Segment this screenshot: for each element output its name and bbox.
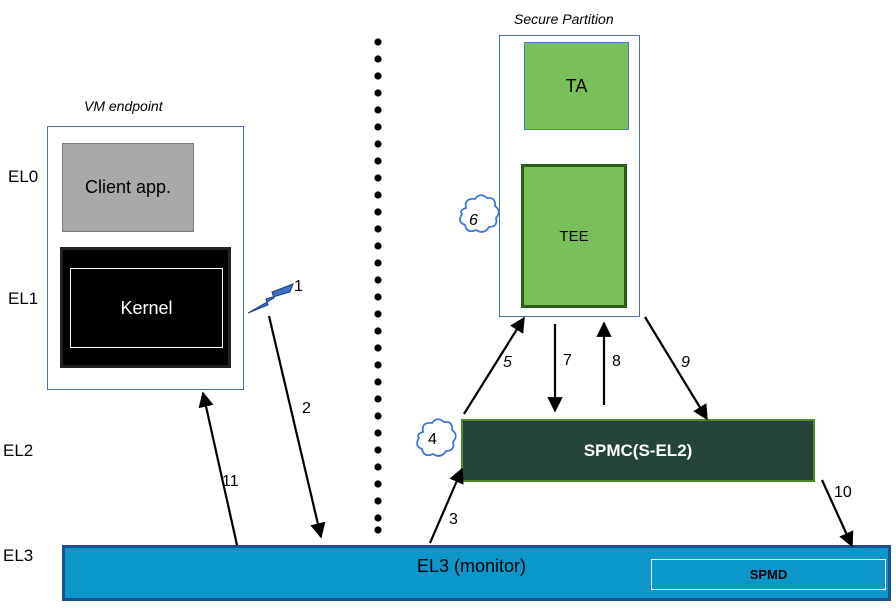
spmd-label: SPMD xyxy=(749,567,788,582)
cloud-icon xyxy=(459,194,500,233)
client-app-box: Client app. xyxy=(62,143,194,232)
kernel-inner-box: Kernel xyxy=(70,268,223,348)
el3-label: EL3 xyxy=(3,546,34,565)
el0-label: EL0 xyxy=(8,167,39,186)
arrow-step-3 xyxy=(428,467,464,544)
arrow-step-5 xyxy=(463,316,525,415)
step-8-label: 8 xyxy=(612,353,621,370)
vm-endpoint-title: VM endpoint xyxy=(84,98,163,114)
step-3-label: 3 xyxy=(449,511,458,528)
step-9-label: 9 xyxy=(681,354,690,371)
arrow-step-11 xyxy=(198,391,239,546)
lightning-bolt-icon xyxy=(247,283,294,314)
spmd-box: SPMD xyxy=(651,559,886,590)
arrow-step-9 xyxy=(644,316,708,421)
tee-box: TEE xyxy=(521,164,627,308)
step-11-label: 11 xyxy=(222,473,239,490)
secure-partition-box xyxy=(499,35,640,317)
el3-monitor-label: EL3 (monitor) xyxy=(417,556,527,576)
step-5-label: 5 xyxy=(503,354,512,371)
kernel-box: Kernel xyxy=(60,247,231,368)
spmc-box: SPMC(S-EL2) xyxy=(461,419,815,482)
ta-box: TA xyxy=(524,42,629,130)
el2-label: EL2 xyxy=(3,441,34,460)
vm-endpoint-box xyxy=(47,126,244,390)
el1-label: EL1 xyxy=(8,289,39,308)
step-7-label: 7 xyxy=(563,352,572,369)
secure-partition-title: Secure Partition xyxy=(514,11,614,27)
arrow-step-2 xyxy=(267,315,326,539)
step-4-label: 4 xyxy=(428,431,437,448)
step-10-label: 10 xyxy=(834,484,852,501)
tee-label: TEE xyxy=(559,227,589,245)
kernel-label: Kernel xyxy=(120,297,173,318)
cloud-icon xyxy=(416,418,457,457)
step-6-label: 6 xyxy=(469,212,478,229)
arrow-step-10 xyxy=(820,479,854,548)
ta-label: TA xyxy=(565,75,588,96)
separator-dots xyxy=(374,38,382,534)
step-2-label: 2 xyxy=(302,400,311,417)
step-1-label: 1 xyxy=(294,278,303,295)
el3-monitor-bar: EL3 (monitor) SPMD xyxy=(62,545,891,601)
spmc-label: SPMC(S-EL2) xyxy=(583,440,693,460)
client-app-label: Client app. xyxy=(84,177,172,197)
